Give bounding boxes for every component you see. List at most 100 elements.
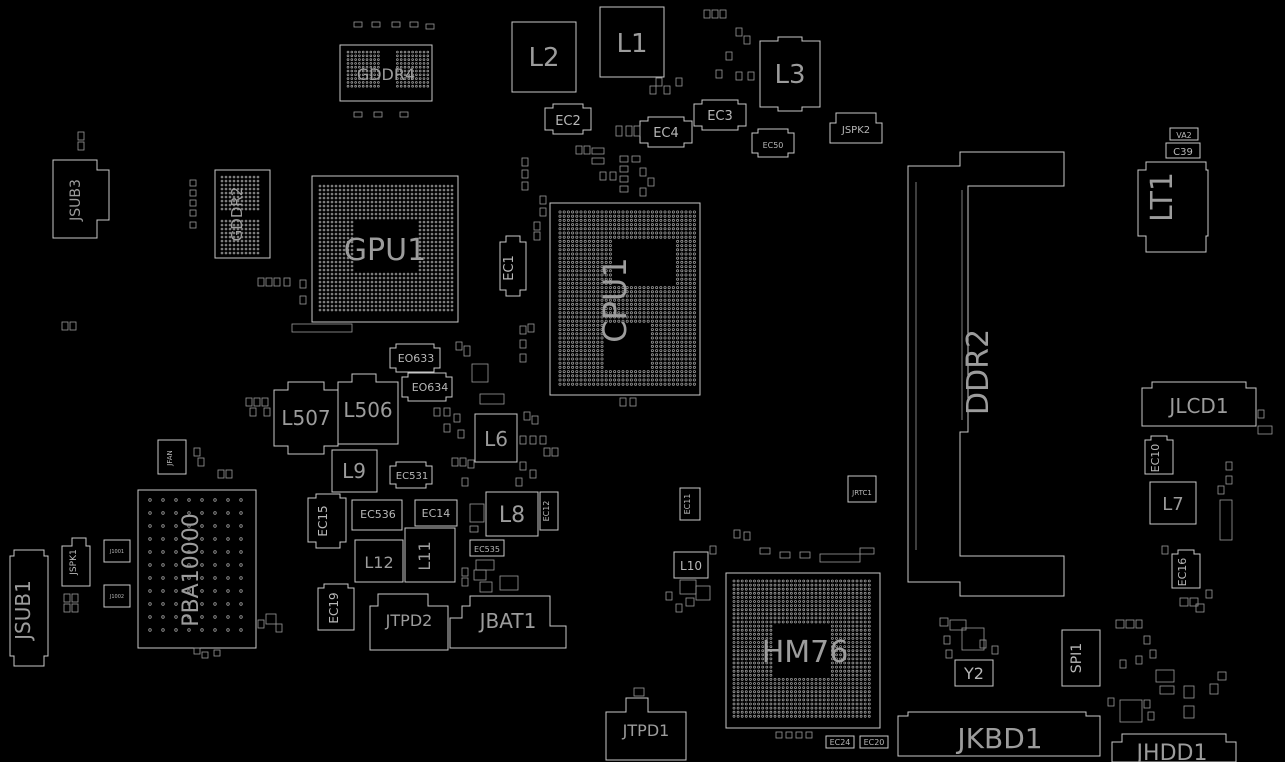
- connector-jspk2[interactable]: JSPK2: [829, 112, 883, 144]
- capacitor-ec50[interactable]: EC50: [751, 128, 795, 158]
- connector-jbat1[interactable]: JBAT1: [449, 595, 567, 649]
- shield-pba10000[interactable]: PBA10000: [137, 489, 257, 649]
- bga-ball: [843, 698, 847, 702]
- connector-jfan[interactable]: JFAN: [157, 439, 187, 475]
- capacitor-ec1[interactable]: EC1: [499, 235, 527, 297]
- crystal-y2[interactable]: Y2: [954, 659, 994, 687]
- bga-ball: [638, 311, 642, 315]
- connector-jrtc1[interactable]: JRTC1: [847, 475, 877, 503]
- bga-ball: [562, 298, 566, 302]
- bga-ball: [370, 272, 374, 276]
- bga-ball: [386, 284, 390, 288]
- bga-ball: [583, 323, 587, 327]
- l1-label: L1: [616, 29, 647, 59]
- inductor-l8[interactable]: L8: [485, 491, 539, 537]
- connector-jsub1[interactable]: JSUB1: [9, 549, 49, 667]
- bga-ball: [434, 308, 438, 312]
- capacitor-ec14[interactable]: EC14: [414, 499, 458, 527]
- inductor-l506[interactable]: L506: [337, 373, 399, 445]
- capacitor-ec19[interactable]: EC19: [317, 583, 355, 631]
- connector-jspk1[interactable]: JSPK1: [61, 537, 91, 587]
- connector-jkbd1[interactable]: JKBD1: [897, 711, 1101, 757]
- gddr2-chip[interactable]: GDDR2: [214, 169, 271, 259]
- bga-ball: [659, 378, 663, 382]
- bga-ball: [655, 378, 659, 382]
- bga-ball: [773, 608, 777, 612]
- bga-ball: [732, 600, 736, 603]
- component-j1002[interactable]: J1002: [103, 584, 131, 608]
- component-va2[interactable]: VA2: [1169, 127, 1199, 141]
- capacitor-c39[interactable]: C39: [1165, 142, 1201, 159]
- inductor-lt1[interactable]: LT1: [1137, 161, 1209, 253]
- connector-jtpd1[interactable]: JTPD1: [605, 697, 687, 761]
- bga-ball: [318, 256, 322, 260]
- gddr4-chip[interactable]: GDDR4: [339, 44, 433, 102]
- bga-ball: [187, 511, 191, 515]
- capacitor-eo633[interactable]: EO633: [389, 343, 441, 373]
- capacitor-ec12[interactable]: EC12: [539, 491, 559, 531]
- inductor-l507[interactable]: L507: [273, 381, 339, 455]
- inductor-l3[interactable]: L3: [759, 36, 821, 112]
- bga-ball: [806, 678, 810, 681]
- inductor-l12[interactable]: L12: [354, 539, 404, 583]
- bga-ball: [562, 294, 566, 298]
- bga-ball: [680, 307, 684, 311]
- connector-jsub3[interactable]: JSUB3: [52, 159, 110, 239]
- ddr2-slot[interactable]: DDR2: [907, 151, 1065, 597]
- capacitor-ec4[interactable]: EC4: [639, 116, 693, 148]
- bga-ball: [386, 196, 390, 200]
- capacitor-ec531[interactable]: EC531: [389, 461, 433, 489]
- bga-ball: [859, 706, 863, 710]
- capacitor-ec20[interactable]: EC20: [859, 735, 889, 749]
- bga-ball: [232, 207, 236, 211]
- bga-ball: [187, 537, 191, 541]
- inductor-l2[interactable]: L2: [511, 21, 577, 93]
- bga-ball: [592, 382, 596, 386]
- capacitor-ec24[interactable]: EC24: [825, 735, 855, 749]
- capacitor-ec3[interactable]: EC3: [693, 99, 747, 131]
- capacitor-ec10[interactable]: EC10: [1144, 435, 1174, 475]
- hm76-chipset[interactable]: HM76: [725, 572, 881, 729]
- bga-ball: [244, 251, 248, 255]
- bga-ball: [757, 641, 760, 644]
- bga-ball: [646, 302, 650, 306]
- bga-ball: [583, 269, 587, 273]
- capacitor-ec535[interactable]: EC535: [469, 539, 505, 557]
- connector-jtpd2[interactable]: JTPD2: [369, 593, 449, 651]
- bga-ball: [839, 628, 842, 632]
- inductor-l1[interactable]: L1: [599, 6, 665, 78]
- capacitor-ec2[interactable]: EC2: [544, 103, 592, 135]
- capacitor-eo634[interactable]: EO634: [401, 372, 453, 402]
- bga-ball: [592, 340, 596, 344]
- bga-ball: [326, 216, 330, 220]
- bga-ball: [575, 244, 579, 248]
- bga-ball: [650, 332, 654, 336]
- capacitor-ec11[interactable]: EC11: [679, 487, 701, 521]
- bga-ball: [655, 235, 659, 239]
- bga-ball: [422, 252, 426, 256]
- connector-jlcd1[interactable]: JLCD1: [1141, 381, 1257, 427]
- bga-ball: [634, 315, 638, 319]
- component-j1001[interactable]: J1001: [103, 539, 131, 563]
- cpu1-chip[interactable]: CPU1: [549, 202, 701, 396]
- capacitor-ec536[interactable]: EC536: [351, 499, 403, 531]
- capacitor-ec16[interactable]: EC16: [1171, 549, 1201, 589]
- bga-ball: [736, 698, 740, 702]
- chip-spi1[interactable]: SPI1: [1061, 629, 1101, 687]
- bga-ball: [318, 192, 322, 196]
- bga-ball: [592, 374, 596, 378]
- bga-ball: [224, 243, 228, 247]
- capacitor-ec15[interactable]: EC15: [307, 493, 347, 549]
- bga-ball: [732, 649, 736, 653]
- connector-jhdd1[interactable]: JHDD1: [1111, 733, 1237, 762]
- inductor-l6[interactable]: L6: [474, 413, 518, 463]
- bga-ball: [342, 232, 346, 236]
- bga-ball: [566, 353, 570, 357]
- inductor-l7[interactable]: L7: [1149, 481, 1197, 525]
- gpu1-chip[interactable]: GPU1: [311, 175, 459, 323]
- inductor-l9[interactable]: L9: [331, 449, 378, 493]
- inductor-l10[interactable]: L10: [673, 551, 709, 579]
- bga-ball: [663, 336, 667, 340]
- inductor-l11[interactable]: L11: [404, 527, 456, 583]
- bga-ball: [575, 277, 579, 281]
